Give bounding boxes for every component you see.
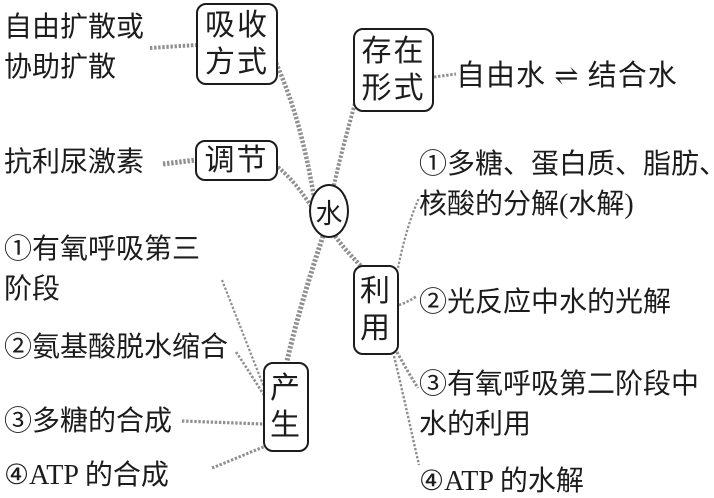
line-center-utilization — [333, 234, 363, 268]
utilization-item-2-line1: ②光反应中水的光解 — [419, 287, 672, 318]
utilization-item-1: ①多糖、蛋白质、脂肪、 核酸的分解(水解) — [419, 145, 714, 225]
line-absorption-center — [273, 62, 317, 198]
utilization-item-4-line1: ④ATP 的水解 — [419, 466, 584, 497]
utilization-item-3-line2: 水的利用 — [419, 409, 532, 440]
utilization-item-1-line1: ①多糖、蛋白质、脂肪、 — [419, 149, 714, 180]
production-item-4-line1: ④ATP 的合成 — [4, 460, 169, 491]
production-item-3-line1: ③多糖的合成 — [4, 406, 173, 437]
production-item-2: ②氨基酸脱水缩合 — [4, 328, 228, 368]
line-utilization-item4 — [392, 355, 421, 466]
regulation-item-line1: 抗利尿激素 — [4, 147, 145, 178]
production-item-2-line1: ②氨基酸脱水缩合 — [4, 332, 229, 363]
production-item-1-line1: ①有氧呼吸第三 — [4, 234, 201, 265]
line-regulation-item — [162, 157, 197, 167]
line-production-item1 — [220, 279, 268, 393]
branch-box-utilization-char1: 利 — [360, 275, 392, 308]
absorption-item: 自由扩散或 协助扩散 — [4, 8, 144, 88]
line-utilization-item2 — [398, 294, 418, 307]
branch-box-regulation-label: 调节 — [204, 144, 269, 177]
regulation-item: 抗利尿激素 — [4, 143, 144, 183]
line-production-item4 — [211, 444, 267, 470]
utilization-item-4: ④ATP 的水解 — [419, 462, 584, 498]
line-regulation-center — [276, 165, 313, 208]
branch-box-production: 产 生 — [263, 362, 309, 452]
utilization-item-2: ②光反应中水的光解 — [419, 283, 671, 323]
production-item-1: ①有氧呼吸第三 阶段 — [4, 230, 200, 310]
utilization-item-3: ③有氧呼吸第二阶段中 水的利用 — [419, 365, 699, 445]
branch-box-utilization-char2: 用 — [360, 312, 392, 345]
line-production-item3 — [181, 419, 264, 426]
branch-box-absorption: 吸收 方式 — [196, 3, 278, 85]
line-existence-item — [433, 72, 457, 79]
branch-box-production-char1: 产 — [270, 372, 302, 405]
branch-box-existence-line1: 存在 — [361, 35, 426, 68]
branch-box-existence-line2: 形式 — [361, 72, 426, 105]
existence-item: 自由水 ⇌ 结合水 — [456, 56, 678, 96]
production-item-1-line2: 阶段 — [4, 274, 61, 305]
line-absorption-item — [149, 43, 197, 50]
center-node-label: 水 — [315, 198, 343, 229]
branch-box-absorption-line2: 方式 — [205, 46, 269, 79]
absorption-item-line2: 协助扩散 — [4, 52, 117, 83]
branch-box-production-char2: 生 — [270, 409, 302, 442]
line-center-production — [284, 235, 326, 362]
utilization-item-3-line1: ③有氧呼吸第二阶段中 — [419, 369, 700, 400]
line-existence-center — [332, 99, 358, 186]
line-utilization-item1 — [396, 197, 421, 269]
branch-box-absorption-line1: 吸收 — [205, 9, 269, 42]
branch-box-regulation: 调节 — [195, 140, 278, 181]
branch-box-existence: 存在 形式 — [353, 28, 434, 112]
line-utilization-item3 — [395, 351, 420, 389]
existence-item-line1: 自由水 ⇌ 结合水 — [456, 60, 678, 92]
utilization-item-1-line2: 核酸的分解(水解) — [419, 189, 634, 220]
production-item-4: ④ATP 的合成 — [4, 456, 169, 496]
production-item-3: ③多糖的合成 — [4, 402, 172, 442]
branch-box-utilization: 利 用 — [353, 265, 399, 355]
center-node-water: 水 — [309, 184, 349, 238]
line-production-item2 — [234, 351, 268, 399]
absorption-item-line1: 自由扩散或 — [4, 12, 145, 43]
